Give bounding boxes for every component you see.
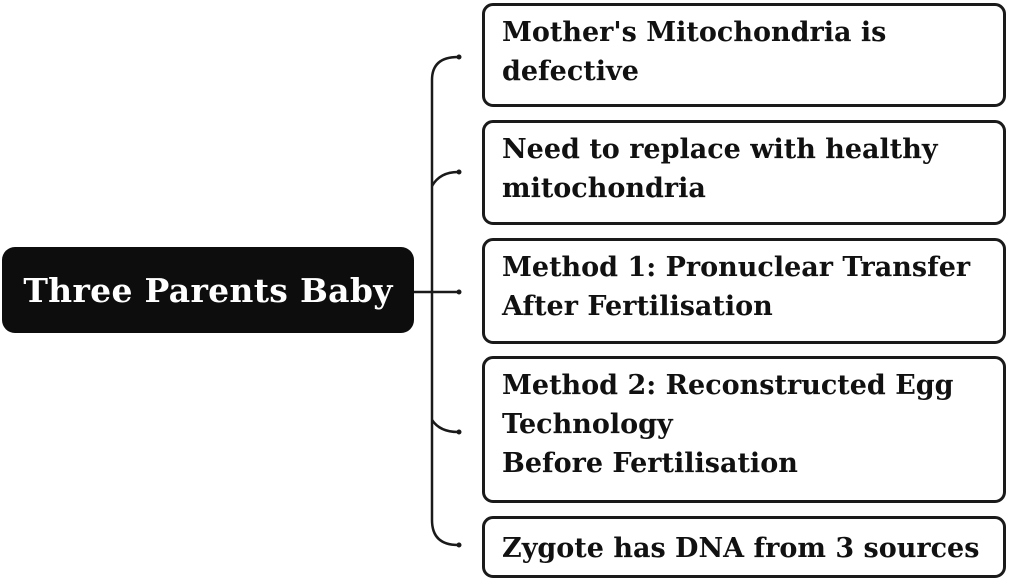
branch-dot-4 [456, 429, 462, 435]
branch-text-line: Need to replace with healthy [502, 134, 938, 165]
branch-node-method-2: Method 2: Reconstructed Egg Technology B… [482, 356, 1006, 503]
branch-tick-1 [430, 170, 459, 187]
branch-node-method-1: Method 1: Pronuclear Transfer After Fert… [482, 238, 1006, 344]
root-label: Three Parents Baby [23, 270, 393, 310]
branch-text-line: mitochondria [502, 173, 706, 204]
bracket-spine [430, 55, 459, 547]
root-node: Three Parents Baby [2, 247, 414, 333]
branch-dot-5 [456, 542, 462, 548]
branch-text-line: Technology [502, 409, 673, 440]
branch-text-line: Zygote has DNA from 3 sources [502, 533, 980, 564]
branch-dot-2 [456, 169, 462, 175]
branch-text-line: Method 2: Reconstructed Egg [502, 370, 954, 401]
branch-tick-4 [430, 419, 459, 434]
branch-node-defective-mitochondria: Mother's Mitochondria is defective [482, 3, 1006, 107]
branch-text-line: defective [502, 56, 639, 87]
branch-node-replace-mitochondria: Need to replace with healthy mitochondri… [482, 120, 1006, 225]
branch-text-line: Method 1: Pronuclear Transfer [502, 252, 971, 283]
branch-node-zygote-dna: Zygote has DNA from 3 sources [482, 516, 1006, 578]
branch-text-line: Before Fertilisation [502, 448, 798, 479]
branch-text-line: Mother's Mitochondria is [502, 17, 887, 48]
branch-dot-1 [456, 54, 462, 60]
branch-dot-3 [456, 289, 462, 295]
branch-text-line: After Fertilisation [502, 291, 773, 322]
